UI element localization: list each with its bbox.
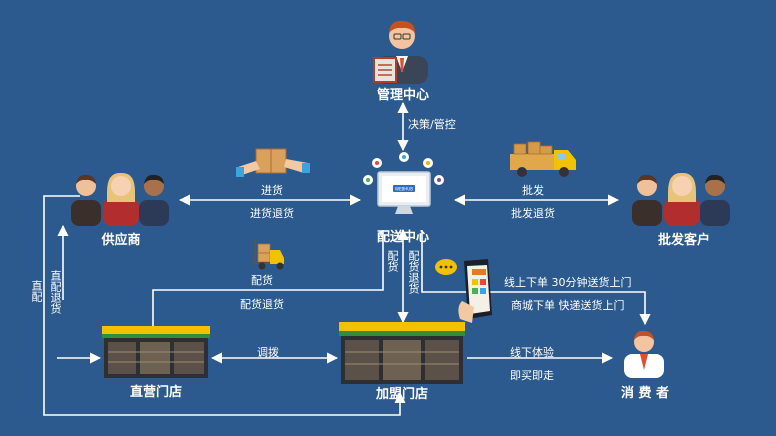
edge-label-mall-order: 商城下单 快递送货上门: [511, 299, 625, 312]
truck-icon: [510, 141, 576, 177]
package-handover-icon: [236, 148, 310, 177]
edge-label-delivery-return: 配货退货: [240, 298, 284, 311]
edge-label-buy-and-go: 即买即走: [510, 369, 554, 382]
edge-label-wholesale: 批发: [522, 184, 544, 197]
wholesale-people-icon: [632, 172, 730, 226]
consumer-icon: [624, 330, 664, 378]
manager-icon: [373, 20, 428, 84]
edge-distribution-consumer: [421, 230, 651, 326]
node-management: 管理中心: [376, 88, 430, 103]
edge-label-wholesale-return: 批发退货: [511, 207, 555, 220]
forklift-icon: [252, 240, 284, 270]
edge-label-purchase-return: 进货退货: [250, 207, 294, 220]
node-distribution: 配送中心: [376, 230, 430, 245]
vlabel-direct-delivery-return: 直配退货: [49, 270, 62, 314]
vlabel-direct-delivery: 直配: [30, 280, 43, 302]
node-franchise-store: 加盟门店: [375, 387, 429, 402]
computer-icon: WEBHUB: [363, 152, 444, 214]
vlabel-delivery: 配货: [386, 250, 399, 272]
edge-supplier-direct: [43, 195, 406, 416]
vlabel-delivery-return: 配货退货: [407, 250, 420, 294]
node-consumer: 消 费 者: [620, 386, 670, 401]
smartphone-icon: [435, 259, 492, 323]
edge-distribution-direct-store: [152, 230, 384, 326]
screen-badge: WEBHUB: [395, 187, 413, 192]
node-supplier: 供应商: [101, 233, 141, 248]
edge-label-online-order: 线上下单 30分钟送货上门: [504, 276, 632, 289]
direct-store-icon: [102, 326, 210, 378]
node-wholesale: 批发客户: [657, 233, 711, 248]
edge-label-transfer: 调拨: [257, 346, 279, 359]
edge-label-decision-control: 决策/管控: [408, 118, 456, 131]
franchise-store-icon: [339, 322, 465, 384]
supplier-people-icon: [71, 172, 169, 226]
node-direct-store: 直营门店: [129, 385, 183, 400]
edge-label-purchase: 进货: [261, 184, 283, 197]
edge-label-delivery: 配货: [251, 274, 273, 287]
edge-label-offline-experience: 线下体验: [510, 346, 554, 359]
